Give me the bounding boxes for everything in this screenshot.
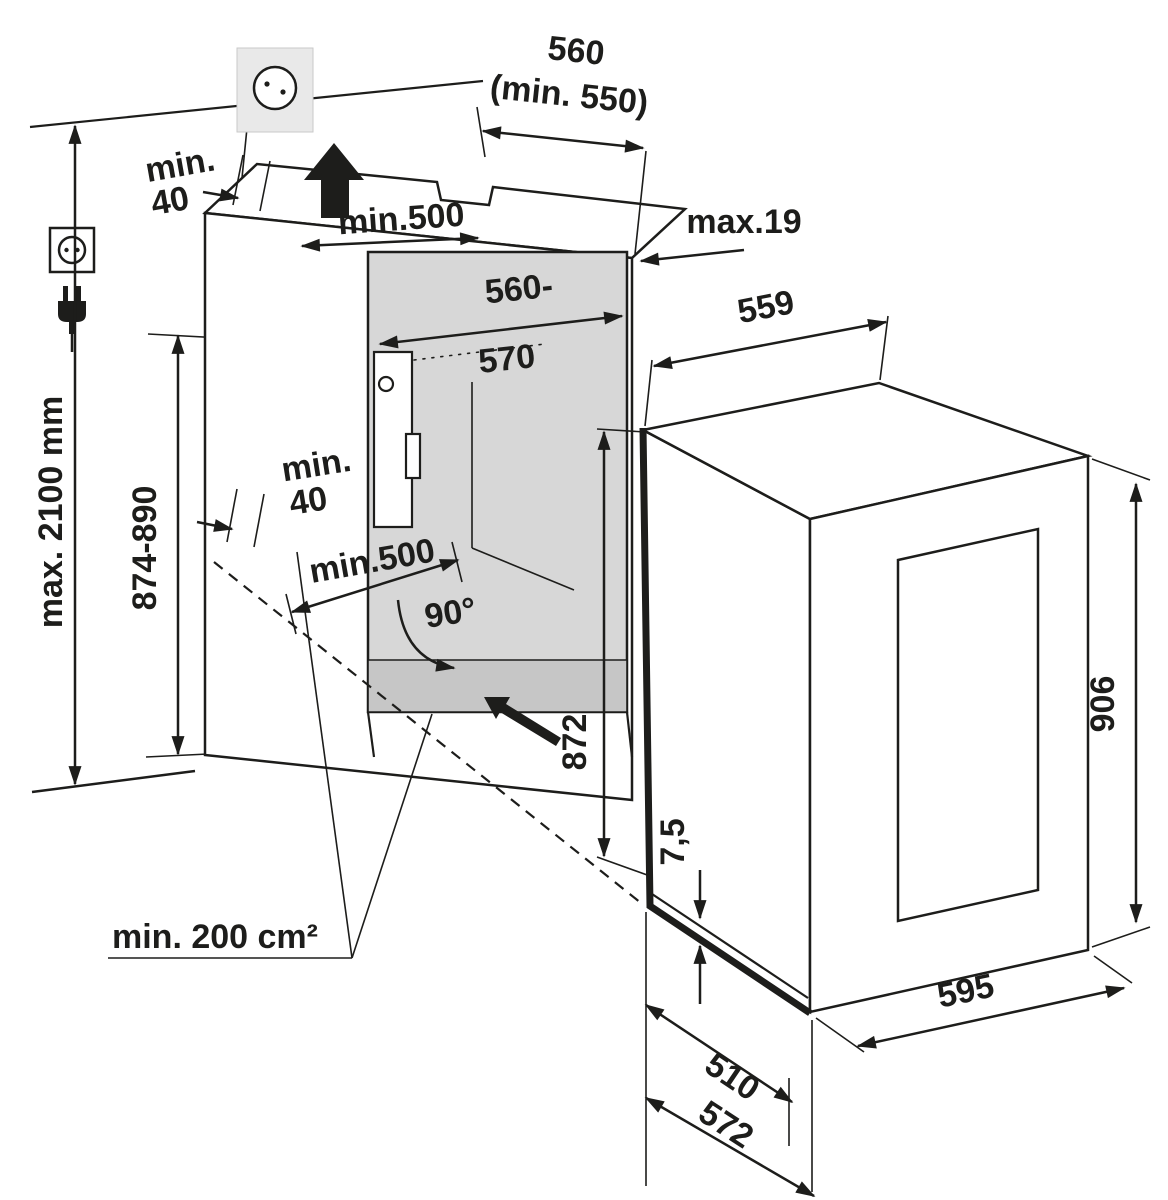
extension-line [596,428,646,433]
power-socket-icon [48,226,96,274]
dim-label-top-clearance-depth: min.500 [337,196,466,243]
dim-niche-height: 874-890 [126,333,387,758]
niche-floor-edge [366,711,376,758]
appliance [639,381,1093,1016]
dim-door-height: 906 [1084,458,1151,948]
dimension-line [856,985,1126,1049]
dimension-line [644,1003,794,1104]
dim-bottom-gap: 7,5 [654,818,707,1004]
socket-pin-hole [280,89,286,95]
extension-tick [226,488,238,543]
ventilation-area-label: min. 200 cm² [112,918,318,956]
angle-arc [396,599,456,672]
installation-path-dashed-line [213,561,642,904]
dimension-line [290,558,460,614]
dim-label-niche-height: 874-890 [126,486,164,611]
niche-cabinet [202,143,688,802]
power-plug-icon [58,286,86,352]
dim-label-appliance-width: 559 [734,283,797,331]
dimension-arrow [196,519,234,532]
dimension-arrow [202,188,240,202]
floor-line [31,769,196,794]
dimension-line [481,126,645,153]
callout-leader-line [351,713,433,959]
dimension-line [644,1096,816,1198]
carcass-bottom-edge [651,893,809,999]
dim-top-rear-gap: min. 40 [142,140,271,223]
dim-label-panel-thickness: max.19 [686,203,801,241]
airflow-up-arrow-icon [304,143,364,218]
extension-line [634,150,647,255]
plug-pin [76,286,81,301]
wall-socket-icon [236,47,314,133]
callout-leader-line [296,551,353,959]
ventilation-area-callout: min. 200 cm² [108,551,433,959]
door-edge-thick-line [639,427,812,1016]
extension-line [815,1017,865,1053]
appliance-side-face [641,427,812,1015]
socket-pin-hole [64,247,69,253]
dim-inner-niche-width: 560- 570 [378,267,624,381]
extension-line [145,753,209,758]
hinge-plate [372,350,414,529]
dim-max-ceiling-height: max. 2100 mm [31,124,196,794]
extension-line [1091,458,1151,481]
dim-label-appliance-height: 872 [556,714,594,771]
dim-label-depth-with-door: 572 [692,1093,760,1156]
extension-tick [879,315,889,381]
dim-label-niche-width: 560 [546,29,606,73]
dim-label-door-height: 906 [1084,676,1122,733]
dimension-line [378,311,624,349]
dim-label-bottom-gap: 7,5 [654,818,692,865]
socket-outlet [252,65,298,111]
dim-label-niche-width-min: (min. 550) [488,68,650,122]
dimension-line [300,232,480,252]
extension-line [1091,926,1151,948]
hinge-hole [377,375,395,393]
niche-floor-edge [625,711,634,758]
dim-label-inner-width-2: 570 [477,337,537,381]
dimension-arrow [639,248,745,266]
socket-pin-hole [264,81,270,87]
interior-corner-line [471,547,575,591]
hinge-tab [404,432,422,480]
insertion-direction-arrow-icon [484,697,561,746]
dim-label-inner-width-1: 560- [483,267,555,312]
extension-tick [259,160,271,212]
door-glass-panel [896,527,1040,923]
plug-body [58,301,86,322]
extension-tick [253,493,265,548]
dim-label-floor-rear-gap-2: 40 [287,479,330,522]
dim-furniture-panel-thickness: max.19 [639,203,802,266]
extension-line [1093,955,1133,984]
dim-appliance-height: 872 [556,428,651,877]
dim-label-max-ceiling-height: max. 2100 mm [32,396,70,629]
extension-tick [644,359,653,427]
dim-label-door-angle: 90° [422,590,479,636]
extension-line [596,856,651,877]
socket-circle [57,235,87,265]
dim-label-top-rear-gap-2: 40 [148,179,192,223]
dimension-line [652,318,888,370]
door-opening-angle: 90° [396,590,479,672]
dim-top-clearance-depth: min.500 [300,196,480,252]
plug-pin [63,286,68,301]
hinge-mounting-plate [372,350,422,529]
